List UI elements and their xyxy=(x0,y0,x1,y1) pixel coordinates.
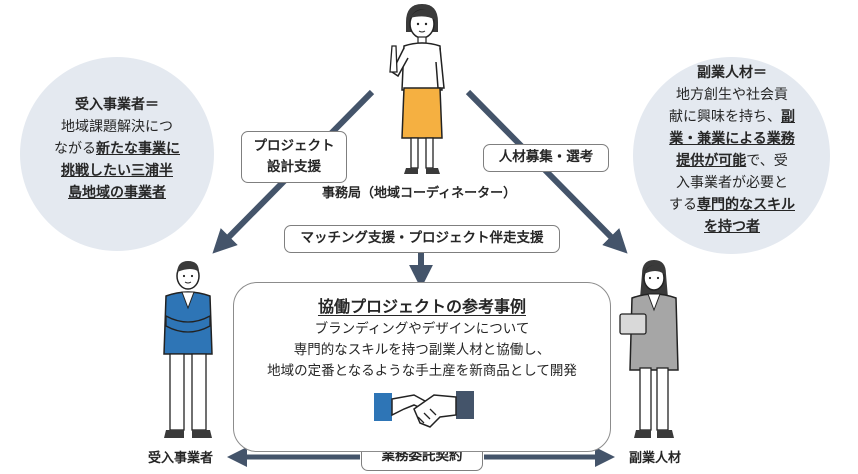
side-worker-line-4: 業・兼業による業務 xyxy=(640,128,824,150)
host-business-text-segment: ながる xyxy=(54,141,96,157)
side-worker-line-3: 献に興味を持ち、副 xyxy=(640,106,824,128)
host-business-line-5: 島地域の事業者 xyxy=(30,182,204,204)
side-worker-text-segment: 業・兼業による業務 xyxy=(669,131,795,147)
host-business-text-segment: 挑戦したい三浦半 xyxy=(61,163,173,179)
side-worker-line-8: を持つ者 xyxy=(640,216,824,238)
project-design-line-1: プロジェクト xyxy=(253,138,335,154)
recruitment-box: 人材募集・選考 xyxy=(483,144,609,172)
side-worker-label: 副業人材 xyxy=(629,451,682,466)
side-worker-text-segment: 副 xyxy=(781,109,795,125)
side-worker-line-5: 提供が可能で、受 xyxy=(640,150,824,172)
host-business-text-segment: 島地域の事業者 xyxy=(68,185,166,201)
host-business-text-segment: 地域課題解決につ xyxy=(61,119,173,135)
side-worker-text-segment: する xyxy=(669,197,697,213)
handshake-icon xyxy=(374,391,474,428)
side-worker-text-segment: 献に興味を持ち、 xyxy=(669,109,781,125)
host-business-line-2: 地域課題解決につ xyxy=(30,116,204,138)
case-line-1: ブランディングやデザインについて xyxy=(314,321,530,337)
case-line-2: 専門的なスキルを持つ副業人材と協働し、 xyxy=(293,342,551,358)
side-worker-line-6: 入事業者が必要と xyxy=(640,172,824,194)
host-business-person-icon xyxy=(163,261,213,438)
side-worker-text-segment: 専門的なスキル xyxy=(697,197,795,213)
host-business-label: 受入事業者 xyxy=(148,451,214,466)
host-business-description: 受入事業者＝ 地域課題解決につながる新たな事業に挑戦したい三浦半島地域の事業者 xyxy=(30,94,204,204)
secretariat-label: 事務局（地域コーディネーター） xyxy=(322,186,517,201)
side-worker-text-segment: 地方創生や社会貢 xyxy=(676,87,788,103)
secretariat-person-icon xyxy=(389,4,445,174)
host-business-text-segment: 新たな事業に xyxy=(96,141,180,157)
case-study-title: 協働プロジェクトの参考事例 xyxy=(317,297,526,316)
side-worker-line-1: 副業人材＝ xyxy=(640,62,824,84)
host-business-circle xyxy=(20,57,214,251)
side-worker-text-segment: 副業人材＝ xyxy=(697,65,767,81)
side-worker-person-icon xyxy=(619,260,679,438)
host-business-line-3: ながる新たな事業に xyxy=(30,138,204,160)
side-worker-text-segment: 入事業者が必要と xyxy=(676,175,788,191)
side-worker-description: 副業人材＝ 地方創生や社会貢献に興味を持ち、副業・兼業による業務提供が可能で、受入… xyxy=(640,62,824,238)
side-worker-circle xyxy=(633,57,830,254)
case-study-text: ブランディングやデザインについて 専門的なスキルを持つ副業人材と協働し、 地域の… xyxy=(234,319,610,382)
host-business-text-segment: 受入事業者＝ xyxy=(75,97,159,113)
side-worker-text-segment: 提供が可能 xyxy=(676,153,747,169)
side-worker-text-segment: で、受 xyxy=(746,153,788,169)
case-line-3: 地域の定番となるような手土産を新商品として開発 xyxy=(267,363,577,379)
host-business-line-4: 挑戦したい三浦半 xyxy=(30,160,204,182)
project-design-support-box: プロジェクト 設計支援 xyxy=(241,131,347,183)
project-design-line-2: 設計支援 xyxy=(267,159,321,175)
case-study-box: 協働プロジェクトの参考事例 ブランディングやデザインについて 専門的なスキルを持… xyxy=(233,282,611,452)
host-business-line-1: 受入事業者＝ xyxy=(30,94,204,116)
side-worker-line-2: 地方創生や社会貢 xyxy=(640,84,824,106)
side-worker-line-7: する専門的なスキル xyxy=(640,194,824,216)
matching-support-box: マッチング支援・プロジェクト伴走支援 xyxy=(284,225,560,253)
side-worker-text-segment: を持つ者 xyxy=(704,219,760,235)
